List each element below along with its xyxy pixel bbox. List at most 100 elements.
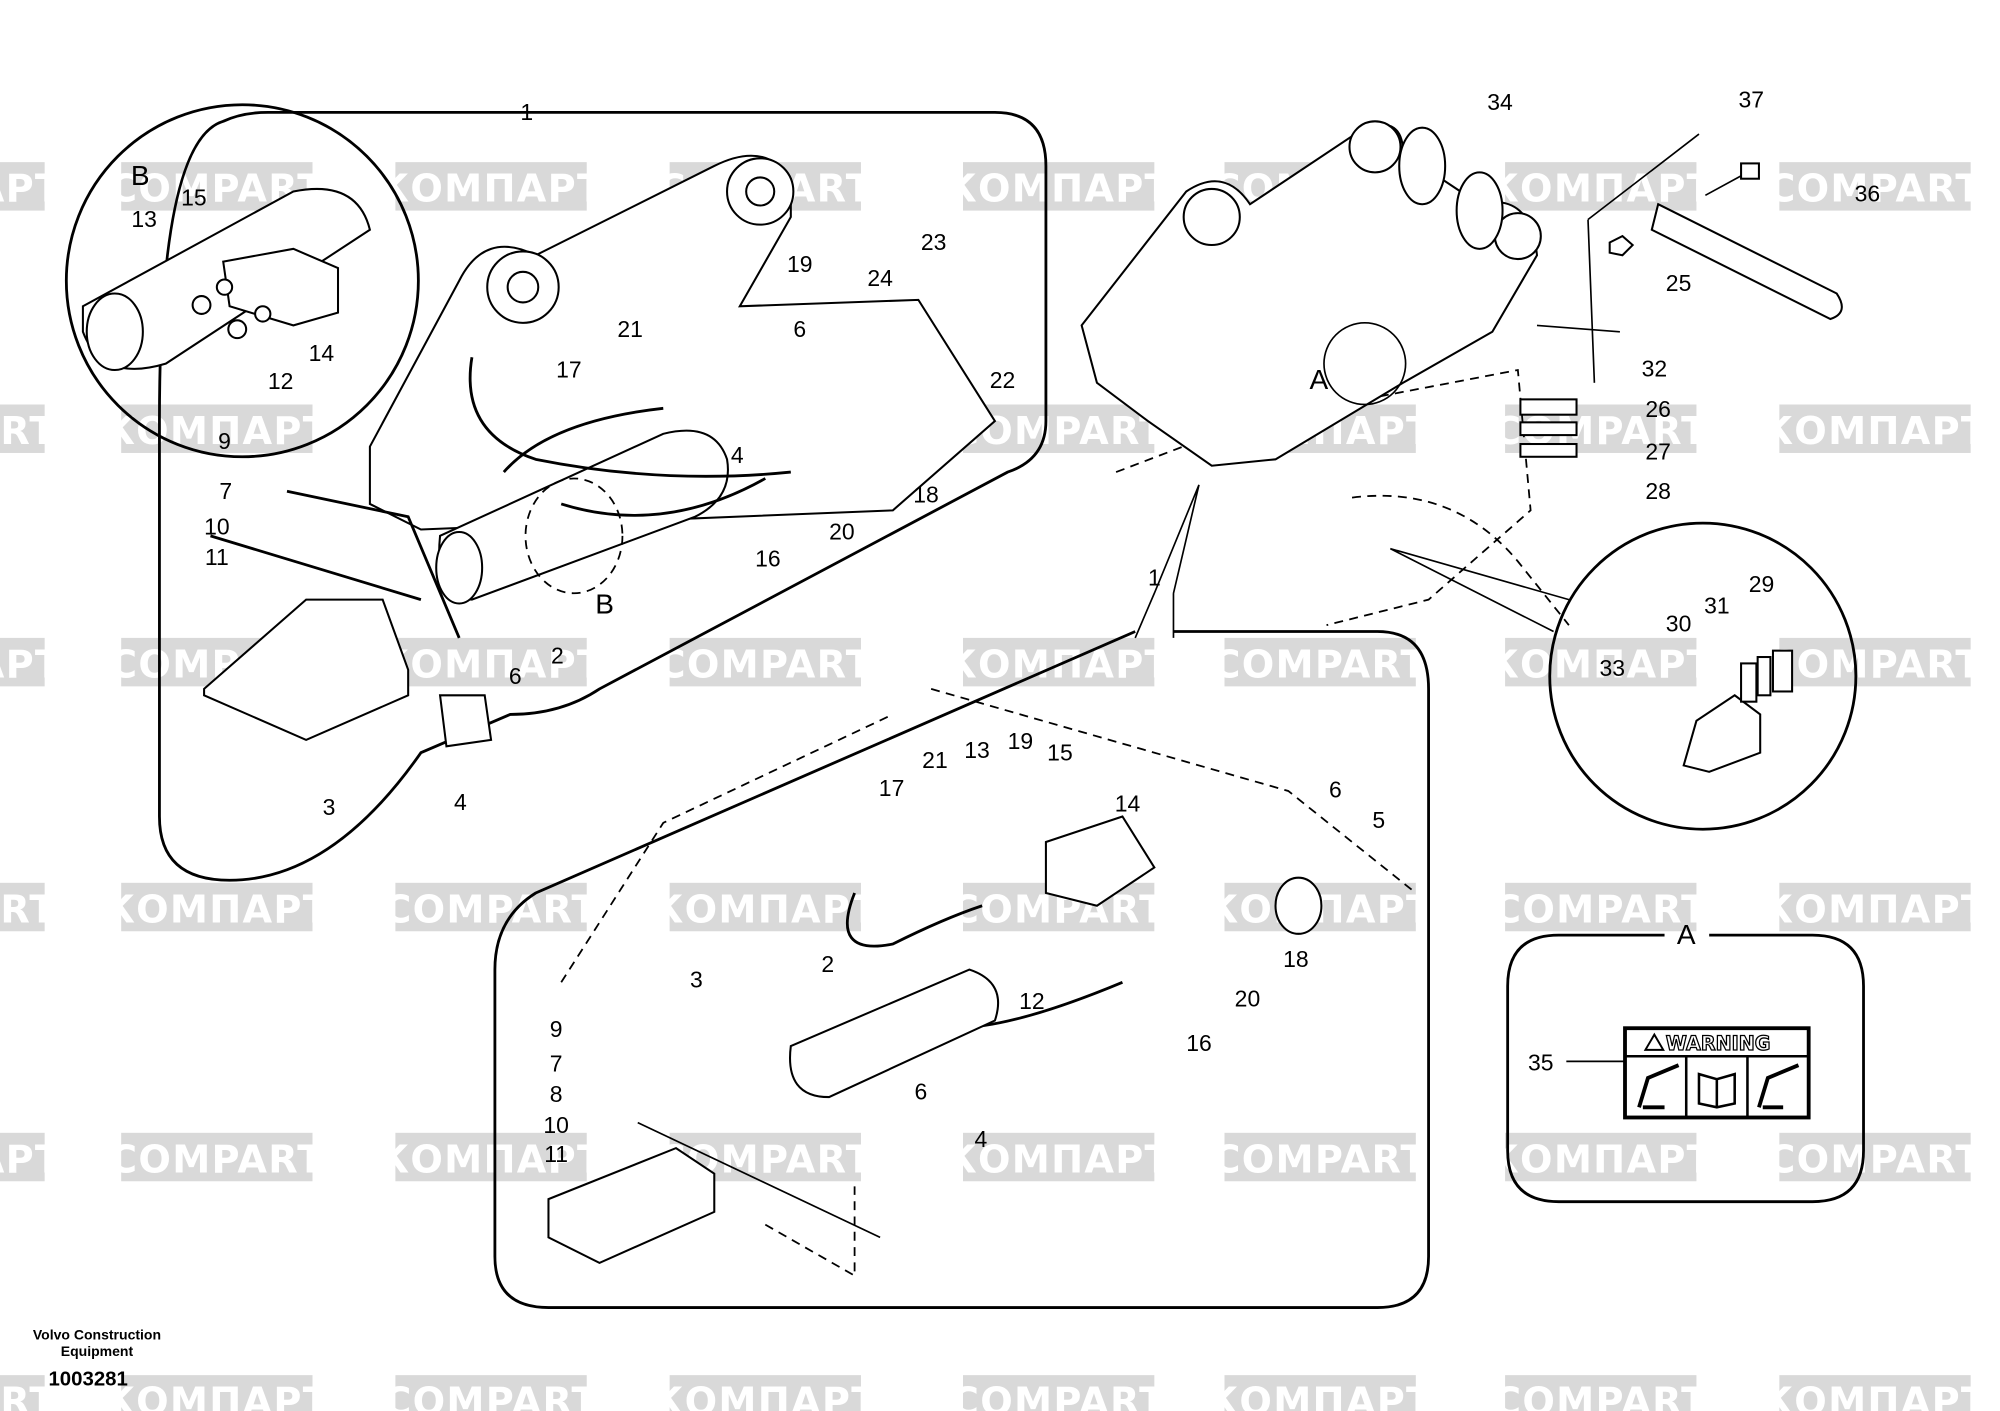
watermark-box (1779, 404, 1971, 453)
callout-6: 6 (1329, 776, 1342, 802)
watermark-box (963, 637, 1155, 687)
callout-21: 21 (617, 316, 643, 342)
callout-18: 18 (913, 482, 939, 508)
callout-6: 6 (793, 316, 806, 342)
watermark-text: КОМПАРТ (104, 887, 331, 932)
watermark-text: КОМПАРТ (652, 887, 879, 932)
manual-book-icon (1697, 1072, 1736, 1109)
watermark-text: COMPART (0, 409, 57, 454)
watermark-text: COMPART (383, 1380, 599, 1411)
watermark-text: COMPART (383, 887, 599, 932)
callout-36: 36 (1855, 181, 1881, 207)
watermark-box (963, 162, 1155, 211)
watermark-box (669, 637, 861, 687)
watermark-box (963, 1132, 1155, 1182)
watermark-box (121, 1132, 313, 1182)
callout-9: 9 (218, 428, 231, 454)
detail-a-title: A (1677, 919, 1696, 950)
watermark-box (963, 1375, 1155, 1411)
watermark-box (1505, 1375, 1697, 1411)
callout-24: 24 (867, 265, 893, 291)
watermark-box (669, 882, 861, 932)
callout-37: 37 (1739, 86, 1765, 112)
callout-17: 17 (879, 775, 905, 801)
callout-11: 11 (544, 1141, 568, 1167)
watermark-box (1505, 1132, 1697, 1182)
watermark-box (1505, 882, 1697, 932)
detail-b-circle (64, 103, 420, 459)
watermark-text: КОМПАРТ (0, 1137, 62, 1182)
watermark-box (1224, 637, 1416, 687)
watermark-box (1779, 1375, 1971, 1411)
callout-13: 13 (131, 206, 157, 232)
callout-3: 3 (690, 966, 703, 992)
watermark-box (1505, 162, 1697, 211)
callout-34: 34 (1487, 89, 1513, 115)
title-block: Volvo Construction Equipment 1003281 (33, 1326, 161, 1390)
watermark-box (1779, 1132, 1971, 1182)
coupler-view: 34 37 36 25 32 26 27 28 A 1 29 31 30 33 (1080, 86, 1881, 831)
callout-2: 2 (821, 951, 834, 977)
watermark-box (121, 404, 313, 453)
callout-4: 4 (731, 442, 744, 468)
callout-14: 14 (309, 340, 335, 366)
watermark-box (0, 1375, 45, 1411)
main-view-frame-label: 1 (520, 99, 533, 125)
callout-20: 20 (1235, 986, 1261, 1012)
watermark-box (121, 882, 313, 932)
callout-23: 23 (921, 229, 947, 255)
watermark-text: КОМПАРТ (1488, 642, 1715, 687)
callout-26: 26 (1645, 396, 1671, 422)
detail-circle (1548, 521, 1858, 831)
watermark-text: КОМПАРТ (0, 167, 62, 212)
watermark-box (395, 637, 587, 687)
watermark-text: КОМПАРТ (1488, 167, 1715, 212)
watermark-box (395, 882, 587, 932)
watermark-box (963, 404, 1155, 453)
watermark-text: COMPART (1767, 642, 1983, 687)
callout-1: 1 (1148, 565, 1161, 591)
watermark-text: COMPART (109, 1137, 325, 1182)
callout-16: 16 (755, 545, 781, 571)
watermark-text: КОМПАРТ (104, 1380, 331, 1411)
callout-27: 27 (1645, 438, 1671, 464)
watermark-text: COMPART (0, 1380, 57, 1411)
watermark-text: COMPART (1493, 887, 1709, 932)
watermark-text: КОМПАРТ (1762, 1380, 1989, 1411)
watermark-box (669, 1375, 861, 1411)
watermark-text: COMPART (1767, 167, 1983, 212)
watermark-text: КОМПАРТ (652, 1380, 879, 1411)
callout-35: 35 (1528, 1049, 1554, 1075)
watermark-text: КОМПАРТ (1207, 1380, 1434, 1411)
alt-view: 17 21 13 19 15 14 6 5 18 20 16 12 2 3 9 … (493, 630, 1430, 1309)
callout-17: 17 (556, 357, 582, 383)
alt-view-callouts: 17 21 13 19 15 14 6 5 18 20 16 12 2 3 9 … (543, 728, 1385, 1167)
callout-22: 22 (990, 367, 1016, 393)
warning-triangle-icon (1643, 1032, 1665, 1051)
main-view: 1 B 15 13 14 12 9 7 10 11 (64, 99, 1048, 882)
watermark-box (1224, 1375, 1416, 1411)
warning-decal: WARNING (1623, 1026, 1811, 1120)
callout-12: 12 (1019, 988, 1045, 1014)
watermark-text: КОМПАРТ (1762, 887, 1989, 932)
watermark-text: КОМПАРТ (0, 642, 62, 687)
callout-15: 15 (1047, 739, 1073, 765)
callout-20: 20 (829, 519, 855, 545)
watermark-text: COMPART (0, 887, 57, 932)
callout-10: 10 (543, 1112, 569, 1138)
watermark-text: COMPART (951, 1380, 1167, 1411)
watermark-box (0, 882, 45, 932)
watermark-box (1779, 162, 1971, 211)
callout-18: 18 (1283, 946, 1309, 972)
watermark-text: КОМПАРТ (1762, 409, 1989, 454)
callout-15: 15 (181, 185, 207, 211)
callout-30: 30 (1666, 611, 1692, 637)
callout-b: B (131, 160, 150, 191)
watermark-box (395, 1132, 587, 1182)
callout-31: 31 (1704, 593, 1730, 619)
watermark-text: COMPART (1212, 642, 1428, 687)
callout-21: 21 (922, 747, 948, 773)
callout-29: 29 (1749, 571, 1775, 597)
callout-2: 2 (551, 642, 564, 668)
